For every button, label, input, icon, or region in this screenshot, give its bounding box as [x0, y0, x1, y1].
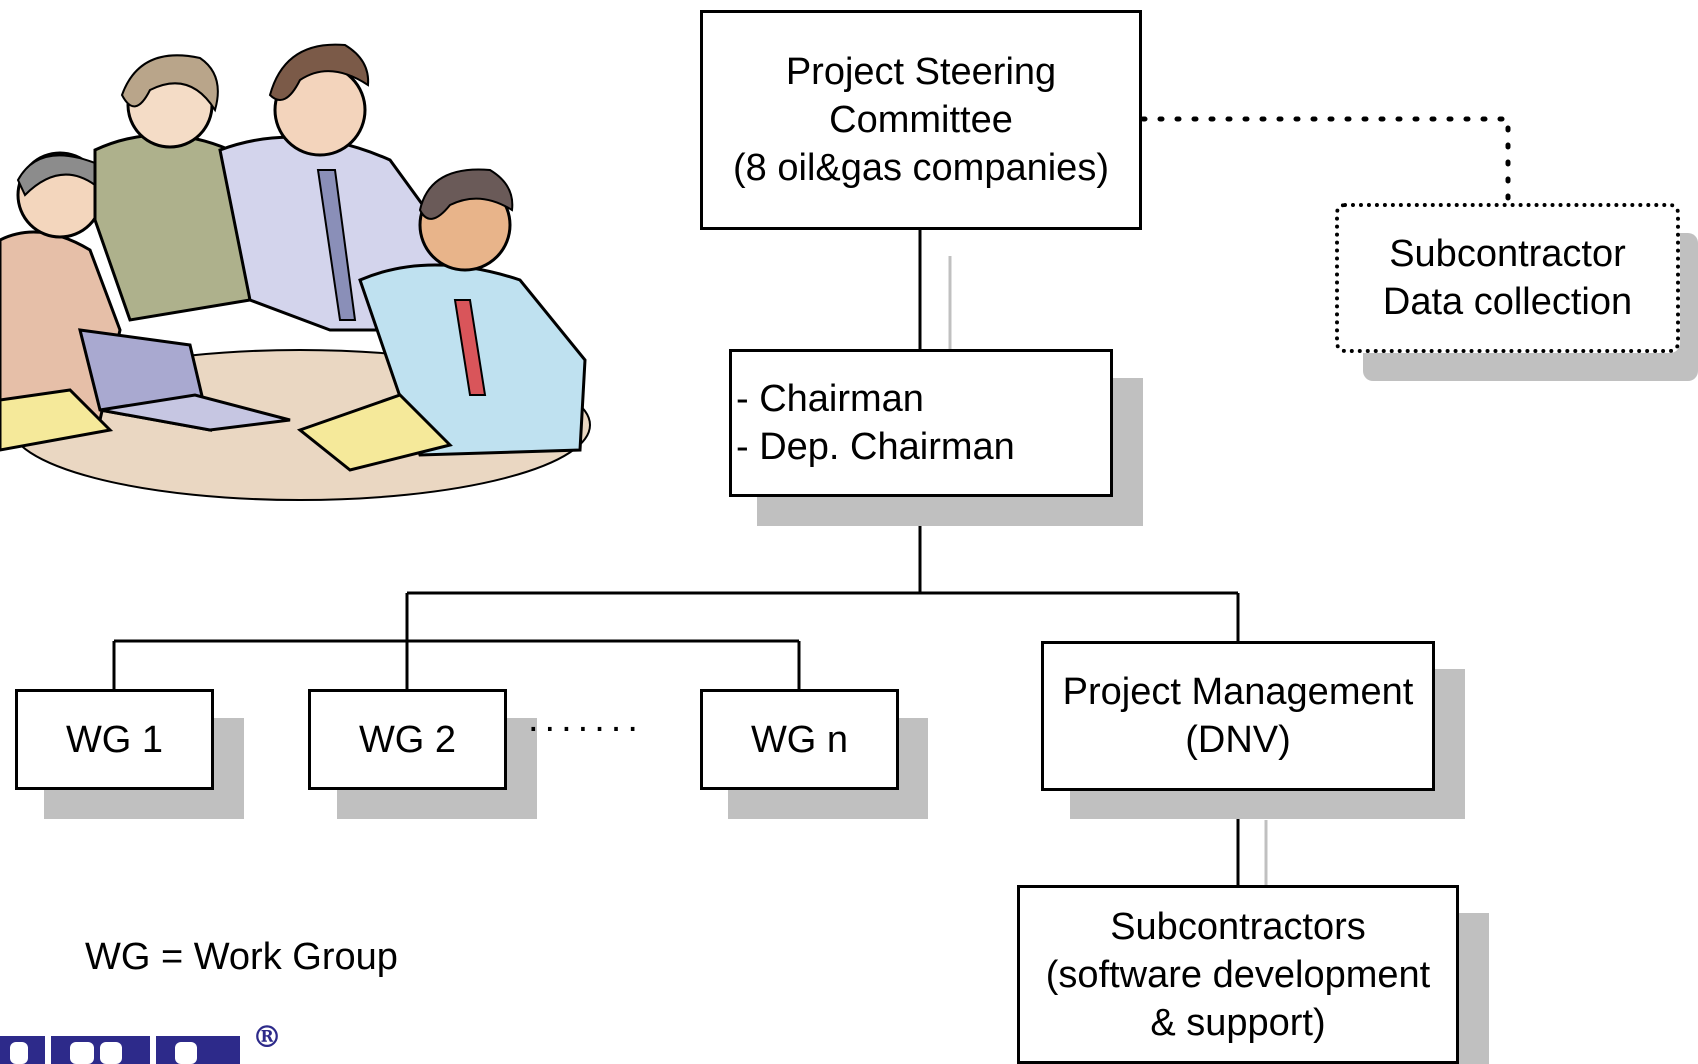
registered-mark-icon: ® [252, 1020, 282, 1055]
steering-line-2: Committee [829, 99, 1013, 141]
wg2-label: WG 2 [358, 718, 457, 761]
subcontractors-line-2: (software development [1045, 953, 1431, 996]
project-steering-committee-box: Project Steering Committee (8 oil&gas co… [700, 10, 1142, 230]
subcontractors-line-3: & support) [1150, 1001, 1326, 1044]
chairman-line-1: - Chairman [736, 378, 924, 420]
subcontractor-data-line-1: Subcontractor [1389, 233, 1626, 275]
company-logo-icon [0, 1036, 240, 1064]
subcontractors-line-1: Subcontractors [1110, 905, 1366, 948]
chairman-line-2: - Dep. Chairman [736, 426, 1015, 468]
team-meeting-clipart-icon [0, 43, 591, 501]
steering-line-1: Project Steering [785, 51, 1057, 93]
pm-line-2: (DNV) [1185, 719, 1291, 761]
chairman-box: - Chairman - Dep. Chairman [729, 349, 1113, 497]
subcontractors-software-box: Subcontractors (software development & s… [1017, 885, 1459, 1064]
work-groups-ellipsis: ....... [528, 698, 644, 740]
work-group-2-box: WG 2 [308, 689, 507, 790]
subcontractor-data-line-2: Data collection [1382, 281, 1633, 323]
wg1-label: WG 1 [65, 718, 164, 761]
wgn-label: WG n [750, 718, 849, 761]
dotted-connector-subcontractor [1140, 116, 1511, 207]
pm-line-1: Project Management [1062, 671, 1414, 713]
work-group-1-box: WG 1 [15, 689, 214, 790]
subcontractor-data-collection-box: Subcontractor Data collection [1335, 203, 1680, 353]
project-management-box: Project Management (DNV) [1041, 641, 1435, 791]
legend-work-group: WG = Work Group [85, 936, 398, 978]
work-group-n-box: WG n [700, 689, 899, 790]
steering-line-3: (8 oil&gas companies) [733, 147, 1109, 189]
